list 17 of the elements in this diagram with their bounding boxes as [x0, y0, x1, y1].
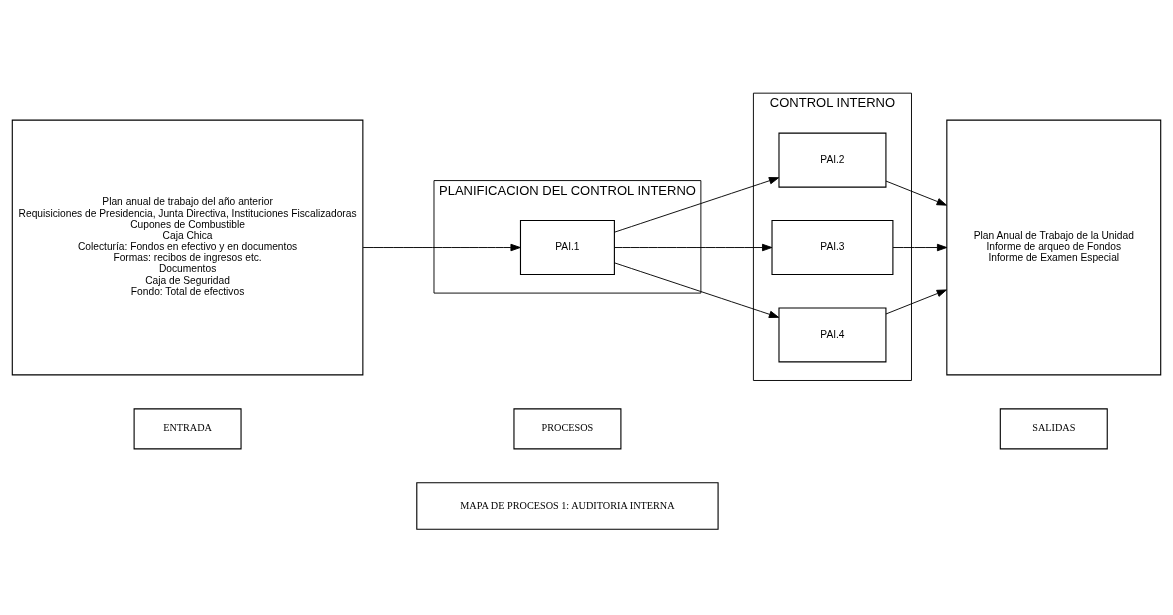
arrow [614, 243, 773, 252]
node-box: PAI.4 [778, 307, 887, 363]
node-box: Plan anual de trabajo del año anterior Requisiciones de Presidencia, Junta Directiva, Instituciones Fiscalizadoras Cupones de Combustible Caja Chica Colecturía: Fondos en efectivo y en documentos Formas: recibos de ingresos etc. Documentos Caja de Seguridad Fondo: Total de efectivos [11, 119, 364, 376]
node-box: SALIDAS [999, 408, 1108, 450]
node-box: PAI.1 [519, 220, 615, 276]
node-box: PAI.2 [778, 132, 887, 188]
arrow [362, 243, 521, 252]
node-box: PROCESOS [513, 408, 622, 450]
arrow [892, 243, 948, 252]
node-box: MAPA DE PROCESOS 1: AUDITORIA INTERNA [416, 482, 719, 530]
arrow [885, 180, 947, 206]
node-box: PAI.3 [771, 220, 894, 276]
arrow [885, 289, 947, 315]
node-box: Plan Anual de Trabajo de la Unidad Informe de arqueo de Fondos Informe de Examen Especial [946, 119, 1162, 376]
node-box: ENTRADA [133, 408, 242, 450]
arrow [614, 262, 780, 318]
arrow [614, 177, 780, 233]
